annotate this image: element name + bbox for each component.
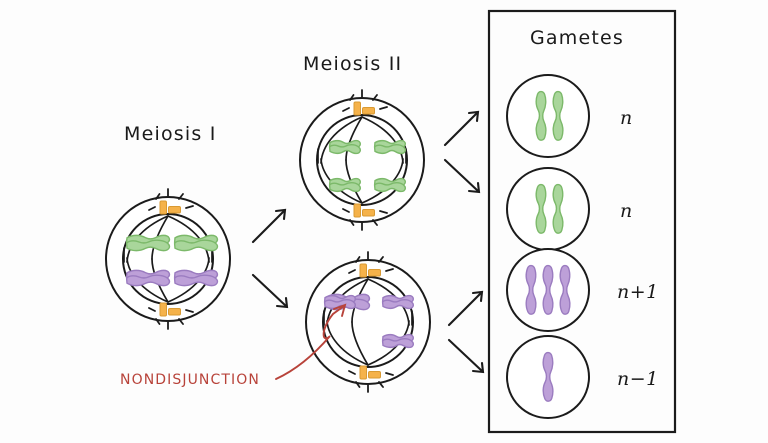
gamete-1: n bbox=[506, 74, 633, 158]
cell-membrane bbox=[105, 196, 231, 322]
gamete-4-ploidy-label: n−1 bbox=[617, 368, 659, 390]
gametes-box: Gametes n n n bbox=[487, 9, 677, 434]
chromosome-green bbox=[373, 177, 406, 193]
meiosis-1-cell bbox=[105, 188, 231, 330]
chromosome-purple bbox=[525, 264, 571, 315]
meiosis-2-bottom-cell bbox=[305, 251, 431, 393]
chromosome-green bbox=[328, 139, 361, 155]
gamete-2: n bbox=[506, 167, 633, 251]
gamete-cell-membrane bbox=[506, 167, 590, 251]
arrow-top-cell-to-gamete-2 bbox=[443, 158, 481, 194]
arrow-bottom-cell-to-gamete-4 bbox=[447, 338, 485, 374]
meiosis-1-title: Meiosis I bbox=[124, 123, 217, 145]
gamete-2-ploidy-label: n bbox=[620, 200, 633, 222]
chromosome-green bbox=[328, 177, 361, 193]
arrow-top-cell-to-gamete-1 bbox=[443, 110, 480, 147]
gametes-box-border bbox=[487, 9, 677, 434]
arrow-meiosis1-to-bottom-cell bbox=[251, 273, 289, 309]
nuclear-envelope bbox=[316, 114, 408, 206]
gametes-box-title: Gametes bbox=[530, 27, 624, 49]
nondisjunction-annotation bbox=[275, 303, 347, 380]
gamete-3: n+1 bbox=[506, 248, 659, 332]
cell-membrane bbox=[299, 97, 425, 223]
chromosome-green bbox=[373, 139, 406, 155]
chromosome-purple bbox=[381, 333, 414, 349]
arrow-meiosis1-to-top-cell bbox=[251, 208, 287, 244]
nuclear-envelope bbox=[122, 213, 214, 305]
chromosome-purple bbox=[381, 294, 414, 310]
gamete-1-ploidy-label: n bbox=[620, 107, 633, 129]
cell-membrane bbox=[305, 259, 431, 385]
chromosome-purple-pair bbox=[323, 293, 371, 311]
nondisjunction-label: NONDISJUNCTION bbox=[120, 372, 260, 388]
nuclear-envelope bbox=[322, 276, 414, 368]
gamete-3-ploidy-label: n+1 bbox=[617, 281, 659, 303]
arrow-bottom-cell-to-gamete-3 bbox=[447, 290, 484, 327]
gamete-4: n−1 bbox=[506, 335, 659, 419]
gamete-cell-membrane bbox=[506, 74, 590, 158]
meiosis-2-title: Meiosis II bbox=[303, 53, 402, 75]
meiosis-2-top-cell bbox=[299, 89, 425, 231]
